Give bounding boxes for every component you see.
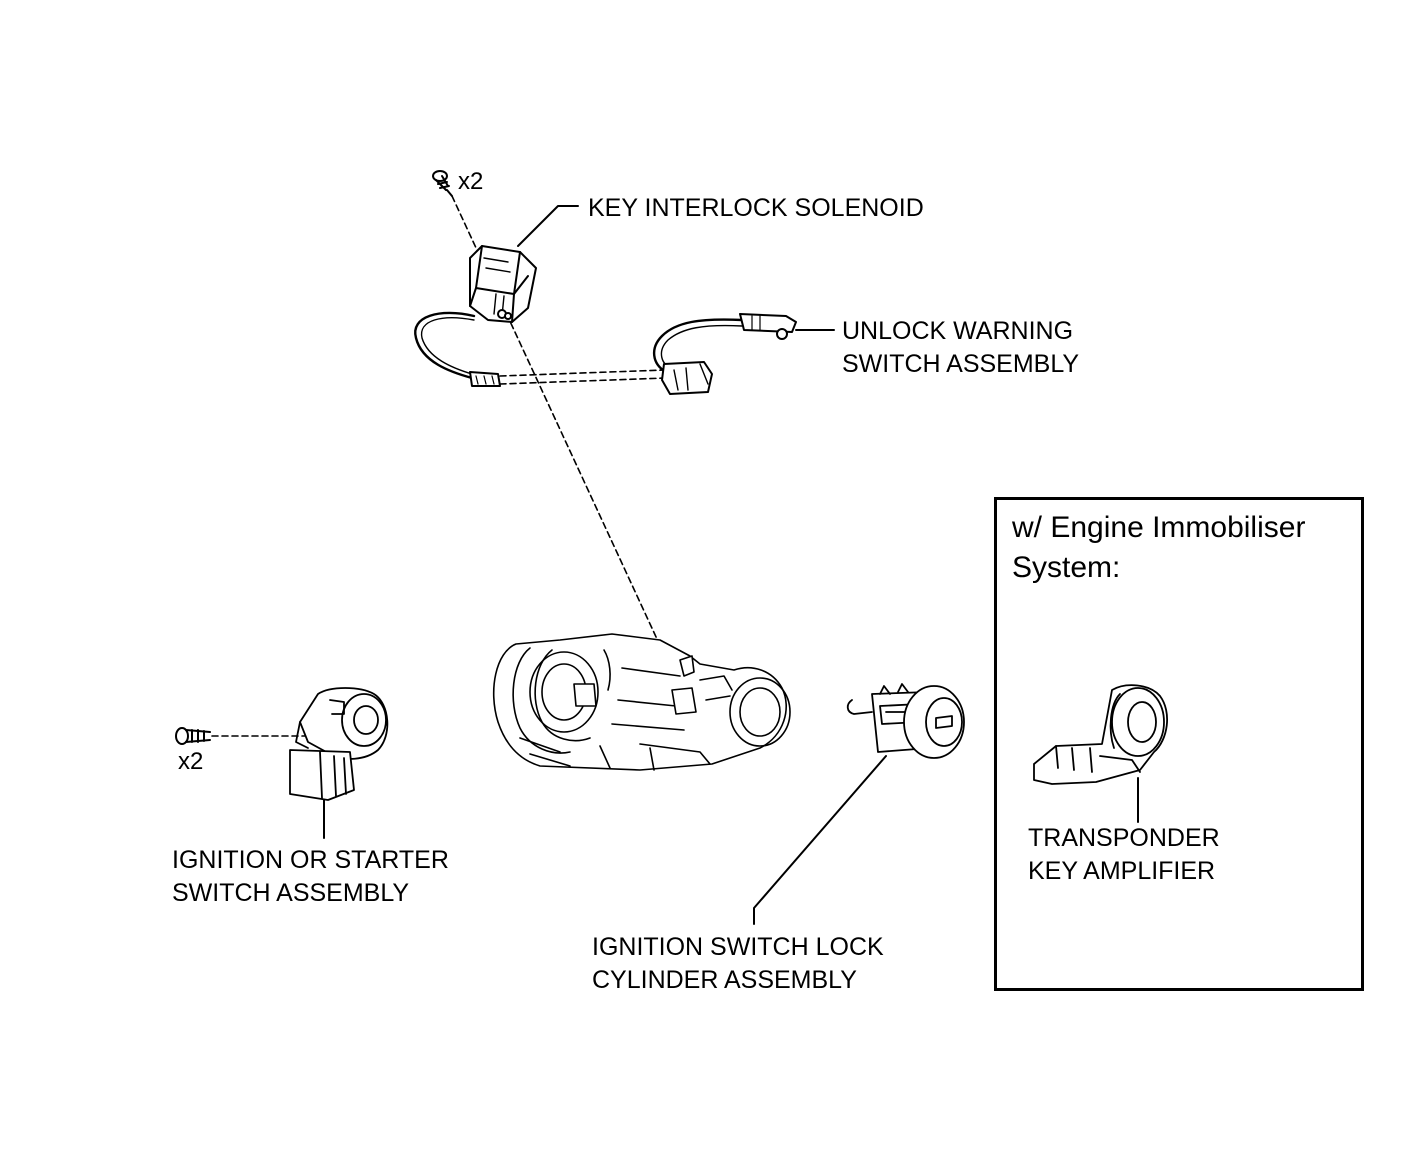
connector-dashed-line-1 [499,369,665,377]
label-key-interlock-solenoid: KEY INTERLOCK SOLENOID [588,194,924,222]
solenoid-screw-icon [432,170,453,197]
inset-title: w/ Engine Immobiliser System: [1012,511,1306,584]
key-interlock-solenoid-drawing [469,245,537,323]
label-ignition-lock-cylinder: IGNITION SWITCH LOCK CYLINDER ASSEMBLY [592,933,884,994]
starter-switch-screw-icon [175,727,211,745]
solenoid-connector [469,371,501,387]
steering-lock-housing-drawing [492,633,791,771]
connector-dashed-line-2 [499,377,667,385]
engine-immobiliser-inset [994,497,1364,991]
starter-switch-screw-qty: x2 [178,748,204,775]
solenoid-wire [414,311,476,380]
ignition-starter-switch-drawing [289,687,389,801]
label-transponder-key-amplifier: TRANSPONDER KEY AMPLIFIER [1028,824,1220,885]
transponder-key-amplifier-drawing [1033,684,1168,785]
leader-ignition-lock-cylinder [753,755,887,925]
label-ignition-starter-switch: IGNITION OR STARTER SWITCH ASSEMBLY [172,846,449,907]
leader-key-interlock-solenoid [517,205,579,247]
unlock-warning-switch-drawing [653,313,797,395]
ignition-lock-cylinder-drawing [846,683,965,759]
solenoid-screw-qty: x2 [458,168,484,195]
label-unlock-warning-switch: UNLOCK WARNING SWITCH ASSEMBLY [842,317,1080,378]
